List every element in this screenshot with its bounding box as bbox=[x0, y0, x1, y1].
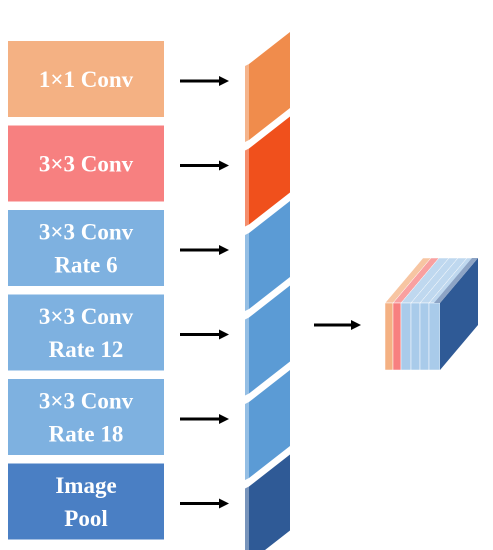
branch-label: 3×3 Conv bbox=[39, 220, 134, 245]
feature-map-edge bbox=[245, 317, 249, 396]
feature-map-3x3-conv bbox=[245, 116, 290, 227]
branch-label: Rate 6 bbox=[54, 253, 117, 278]
feature-map-3x3-conv-rate-18 bbox=[245, 370, 290, 480]
branch-box-3x3-conv-rate-12 bbox=[8, 294, 164, 371]
branch-box-3x3-conv-rate-18 bbox=[8, 379, 164, 455]
branch-label: Image bbox=[55, 473, 116, 498]
branch-1x1-conv: 1×1 Conv bbox=[8, 32, 290, 142]
branch-label: Rate 18 bbox=[49, 422, 124, 447]
branch-box-image-pool bbox=[8, 463, 164, 540]
branch-3x3-conv: 3×3 Conv bbox=[8, 116, 290, 227]
concatenated-output bbox=[314, 257, 479, 371]
branch-label: 3×3 Conv bbox=[39, 304, 134, 329]
feature-map-edge bbox=[245, 233, 249, 311]
feature-map-3x3-conv-rate-12 bbox=[245, 285, 290, 396]
output-slice bbox=[400, 302, 412, 371]
output-block-side bbox=[440, 258, 478, 370]
feature-map-face bbox=[249, 370, 290, 478]
output-slice bbox=[384, 302, 394, 371]
feature-map-edge bbox=[245, 64, 249, 142]
feature-map-edge bbox=[245, 486, 249, 550]
branch-label: 3×3 Conv bbox=[39, 152, 134, 177]
output-slice bbox=[428, 302, 441, 371]
feature-map-edge bbox=[245, 148, 249, 227]
feature-map-face bbox=[249, 32, 290, 140]
output-slice bbox=[410, 302, 421, 371]
branch-box-3x3-conv-rate-6 bbox=[8, 210, 164, 286]
feature-map-edge bbox=[245, 402, 249, 480]
branch-label: Rate 12 bbox=[49, 337, 124, 362]
feature-map-image-pool bbox=[245, 454, 290, 550]
branch-label: Pool bbox=[64, 506, 107, 531]
feature-map-face bbox=[249, 116, 290, 225]
branch-label: 3×3 Conv bbox=[39, 389, 134, 414]
branch-label: 1×1 Conv bbox=[39, 67, 134, 92]
feature-map-face bbox=[249, 201, 290, 309]
output-slice bbox=[392, 302, 402, 371]
branch-box-3x3-conv bbox=[8, 125, 164, 202]
feature-map-1x1-conv bbox=[245, 32, 290, 142]
output-slice bbox=[419, 302, 430, 371]
branch-box-1x1-conv bbox=[8, 41, 164, 117]
feature-map-face bbox=[249, 454, 290, 550]
output-block-top bbox=[434, 258, 478, 303]
feature-map-face bbox=[249, 285, 290, 394]
feature-map-3x3-conv-rate-6 bbox=[245, 201, 290, 311]
